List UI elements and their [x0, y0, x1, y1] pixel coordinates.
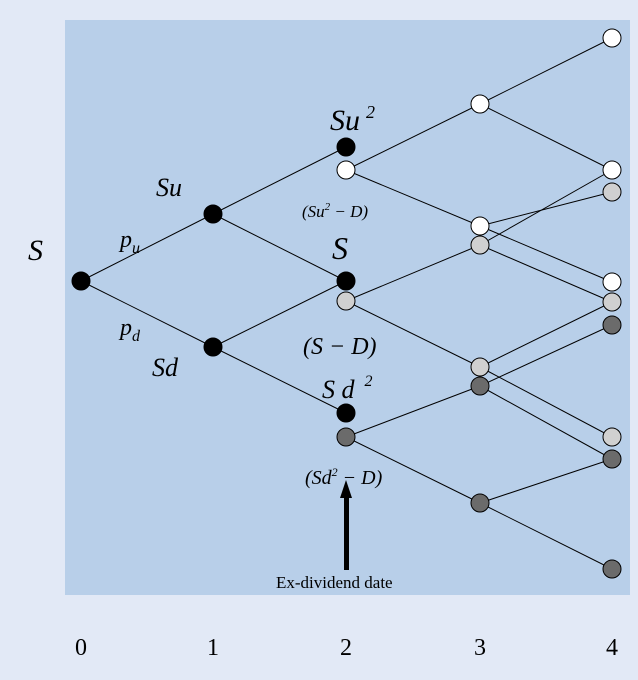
edge-e-up: [479, 191, 613, 227]
edge-h-down: [479, 385, 613, 460]
node-sd: [203, 337, 223, 357]
node-s-minus-d: [336, 291, 356, 311]
edge-d-down: [479, 103, 613, 171]
node-t4-1: [602, 28, 622, 48]
node-t4-8: [602, 449, 622, 469]
label-su2-minus-d: (Su2 − D): [302, 201, 368, 221]
edge-root-down: [80, 280, 214, 348]
edge-i-up: [479, 458, 613, 504]
edge-su-down: [212, 213, 347, 282]
node-t4-6: [602, 315, 622, 335]
edge-f-down: [479, 244, 613, 303]
edge-d-up: [479, 37, 613, 105]
time-step-0: 0: [75, 635, 87, 661]
node-t3-1: [470, 94, 490, 114]
node-t3-3: [470, 235, 490, 255]
time-step-2: 2: [340, 635, 352, 661]
node-t4-4: [602, 272, 622, 292]
edge-i-down: [479, 502, 613, 570]
label-ex-dividend: Ex-dividend date: [276, 573, 393, 592]
edge-sd-down: [212, 346, 347, 414]
label-s-mid: S: [332, 230, 348, 266]
node-t4-3: [602, 182, 622, 202]
edge-g-up: [479, 301, 613, 368]
edge-a-up: [345, 103, 481, 171]
edge-c-up: [345, 385, 481, 438]
node-su2-minus-d: [336, 160, 356, 180]
edge-su-up: [212, 146, 347, 215]
node-t3-2: [470, 216, 490, 236]
tree-edges: [80, 37, 613, 570]
node-t4-7: [602, 427, 622, 447]
node-t3-5: [470, 376, 490, 396]
label-root-s: S: [28, 234, 43, 267]
edge-b-down: [345, 300, 481, 368]
tree-nodes: [71, 28, 622, 579]
node-t4-2: [602, 160, 622, 180]
label-su: Su: [156, 173, 182, 202]
edge-g-down: [479, 366, 613, 438]
arrow-shaft: [344, 497, 349, 570]
edge-root-up: [80, 213, 214, 282]
label-s-minus-d: (S − D): [303, 334, 377, 360]
ex-dividend-arrow: [340, 480, 352, 570]
node-sd2: [336, 403, 356, 423]
label-sd2-minus-d: (Sd2 − D): [305, 465, 383, 489]
node-su: [203, 204, 223, 224]
node-t3-4: [470, 357, 490, 377]
edge-f-up: [479, 169, 613, 246]
time-step-3: 3: [474, 635, 486, 661]
node-t4-9: [602, 559, 622, 579]
label-p-up: pu: [118, 227, 140, 257]
edge-c-down: [345, 436, 481, 504]
edge-b-up: [345, 244, 481, 302]
node-t4-5: [602, 292, 622, 312]
edge-h-up: [479, 324, 613, 387]
time-step-4: 4: [606, 635, 618, 661]
node-su2: [336, 137, 356, 157]
node-sd2-minus-d: [336, 427, 356, 447]
time-axis: 0 1 2 3 4: [75, 635, 618, 661]
edge-e-down: [479, 225, 613, 283]
node-root: [71, 271, 91, 291]
node-t3-6: [470, 493, 490, 513]
edge-a-down: [345, 169, 481, 227]
label-p-down: pd: [118, 315, 141, 345]
time-step-1: 1: [207, 635, 219, 661]
edge-sd-up: [212, 280, 347, 348]
label-sd: Sd: [152, 353, 179, 382]
arrow-head: [340, 480, 352, 498]
node-s: [336, 271, 356, 291]
